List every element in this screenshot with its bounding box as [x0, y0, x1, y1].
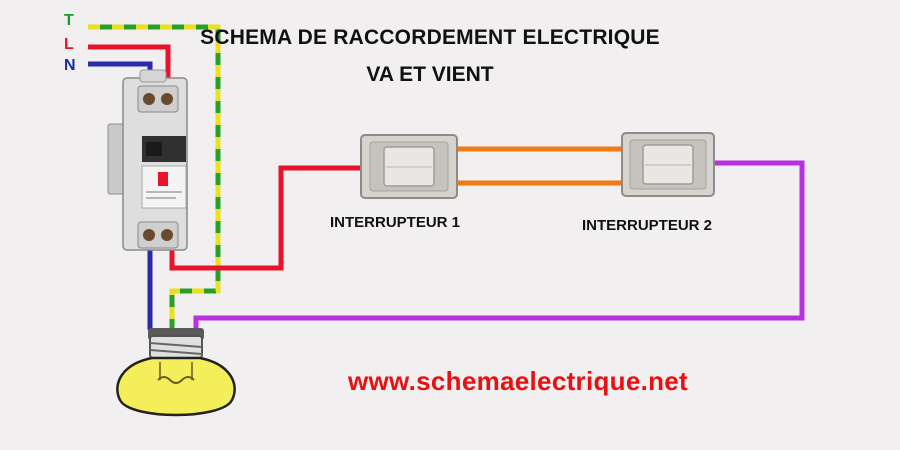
earth-wire	[88, 24, 221, 330]
switch-2-label: INTERRUPTEUR 2	[582, 217, 713, 234]
diagram-subtitle: VA ET VIENT	[366, 63, 494, 86]
circuit-breaker-icon	[107, 69, 188, 251]
live-label: L	[64, 36, 74, 53]
earth-label: T	[64, 12, 74, 29]
diagram-title: SCHEMA DE RACCORDEMENT ELECTRIQUE	[200, 26, 660, 49]
light-switch-icon	[621, 132, 715, 197]
website-link[interactable]: www.schemaelectrique.net	[348, 366, 689, 396]
return-wire	[193, 160, 805, 332]
switch-1-label: INTERRUPTEUR 1	[330, 214, 461, 231]
light-bulb-icon	[116, 328, 236, 417]
light-switch-icon	[360, 134, 458, 199]
neutral-label: N	[64, 57, 76, 74]
live-wire-to-switch1	[169, 165, 362, 271]
live-wire-supply	[88, 44, 171, 86]
